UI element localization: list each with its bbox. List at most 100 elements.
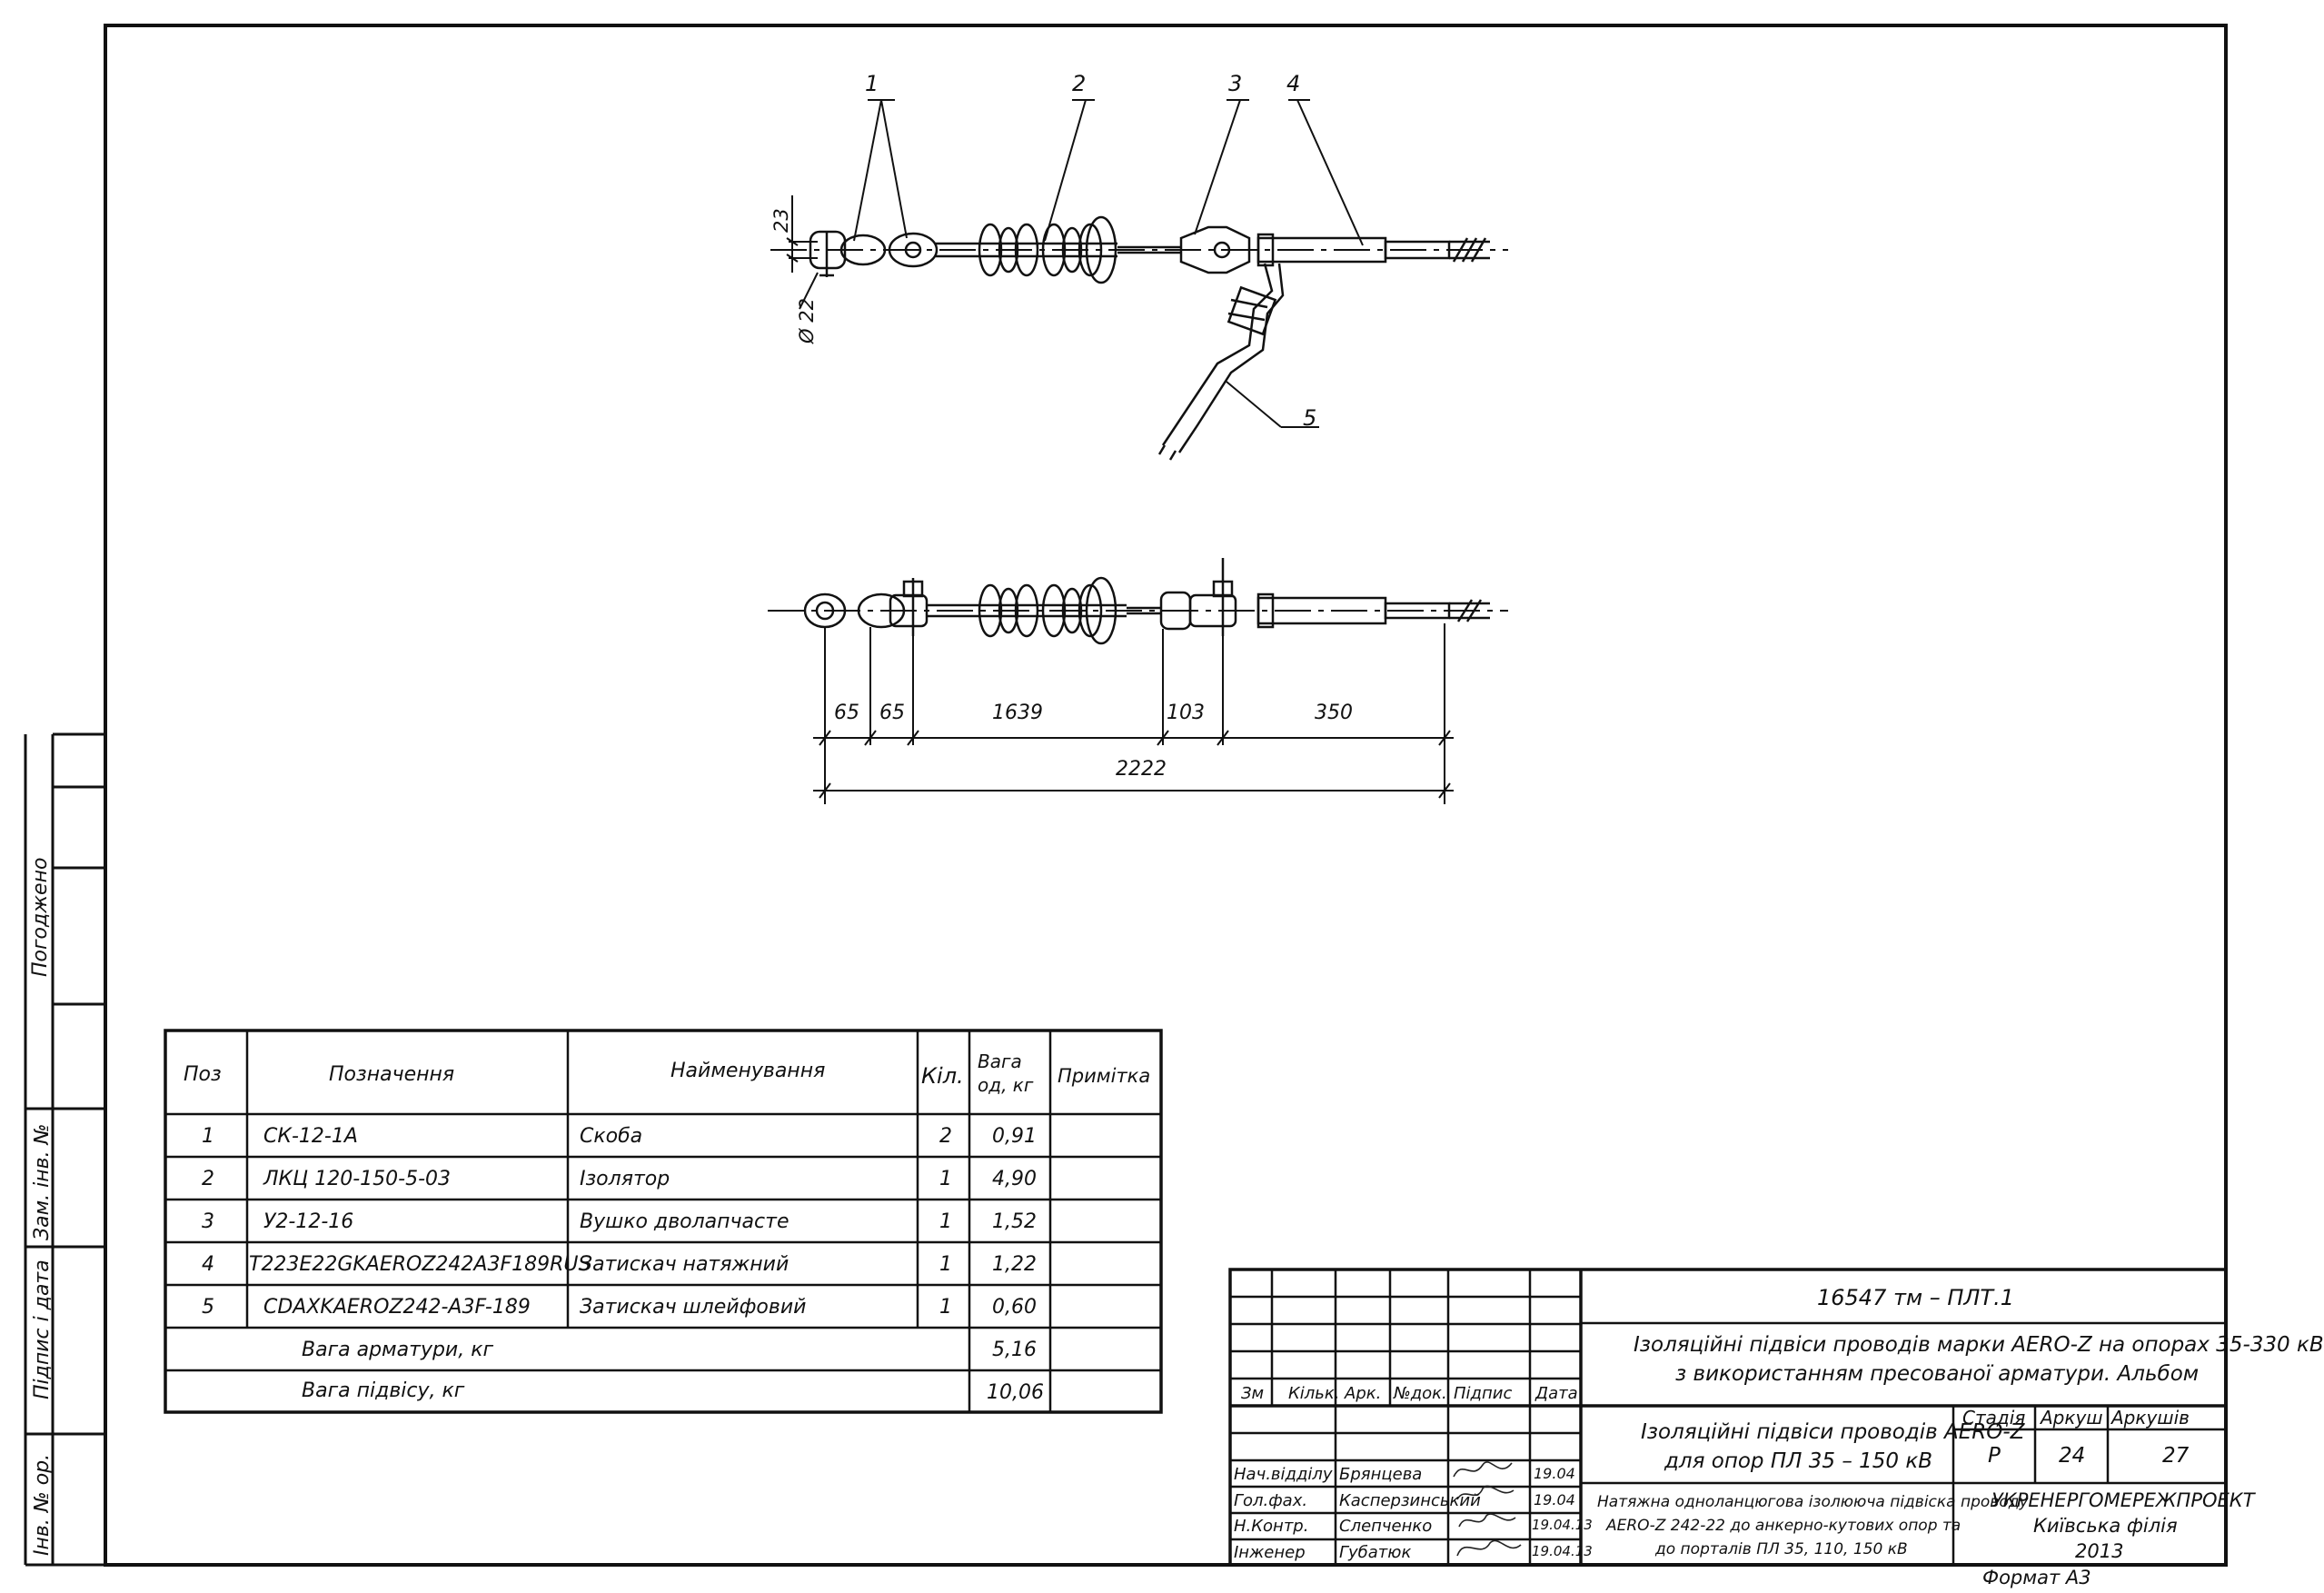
sig-role-3: Н.Контр. <box>1234 1517 1309 1536</box>
title-block: 16547 тм – ПЛТ.1 Ізоляційні підвіси пров… <box>1230 1269 2324 1565</box>
sig-role-4: Інженер <box>1234 1543 1306 1562</box>
sheet-title-line-3: до порталів ПЛ 35, 110, 150 кВ <box>1655 1540 1908 1558</box>
dim-1639: 1639 <box>992 702 1043 724</box>
section-title-line-1: Ізоляційні підвіси проводів AERO-Z <box>1641 1420 2025 1444</box>
row4-pos: 4 <box>202 1253 214 1276</box>
dim-23: 23 <box>770 208 792 233</box>
sig-date-4: 19.04.13 <box>1532 1543 1593 1559</box>
total-suspension-value: 10,06 <box>987 1381 1044 1404</box>
sheet-label: Аркуш <box>2041 1407 2103 1429</box>
plan-dimension-marks <box>786 195 819 310</box>
sig-name-3: Слепченко <box>1339 1517 1433 1536</box>
callout-1: 1 <box>865 71 879 96</box>
row3-qty: 1 <box>939 1210 952 1233</box>
format-label: Формат А3 <box>1982 1567 2091 1588</box>
specification-table: Поз Позначення Найменування Кіл. Вага од… <box>165 1030 1161 1412</box>
row2-pos: 2 <box>202 1168 214 1190</box>
row3-name: Вушко дволапчасте <box>580 1210 790 1233</box>
row4-designation: T223E22GKAEROZ242A3F189RUS <box>249 1253 591 1276</box>
total-fittings-value: 5,16 <box>992 1339 1037 1361</box>
album-title-line-1: Ізоляційні підвіси проводів марки AERO-Z… <box>1634 1333 2324 1357</box>
sig-role-2: Гол.фах. <box>1234 1491 1308 1510</box>
org-year: 2013 <box>2075 1540 2124 1562</box>
sig-role-1: Нач.відділу <box>1234 1465 1333 1484</box>
header-note: Примітка <box>1058 1065 1151 1087</box>
stage-value: Р <box>1988 1444 2001 1468</box>
callout-2: 2 <box>1072 71 1087 96</box>
sheet-value: 24 <box>2059 1444 2086 1468</box>
dim-65-a: 65 <box>834 702 859 724</box>
stamp-pogodzheno: Погоджено <box>29 857 52 977</box>
assembly-side-view <box>768 558 1508 645</box>
stamp-zam-inv: Зам. інв. № <box>31 1123 54 1241</box>
dim-350: 350 <box>1315 702 1353 724</box>
header-pos: Поз <box>184 1063 222 1086</box>
row5-designation: CDAXKAEROZ242-A3F-189 <box>263 1296 531 1319</box>
sheet-title-line-1: Натяжна одноланцюгова ізолююча підвіска … <box>1597 1493 2029 1511</box>
header-designation: Позначення <box>329 1063 455 1086</box>
header-qty: Кіл. <box>921 1063 964 1089</box>
row3-weight: 1,52 <box>992 1210 1037 1233</box>
header-weight-1: Вага <box>978 1050 1022 1072</box>
dim-65-b: 65 <box>879 702 905 724</box>
change-header-zm: Зм <box>1241 1384 1265 1403</box>
stamp-pidpys-data: Підпис і дата <box>31 1259 54 1399</box>
org-name: УКРЕНЕРГОМЕРЕЖПРОЕКТ <box>1991 1489 2255 1511</box>
drawing-sheet <box>24 24 2228 1567</box>
row1-name: Скоба <box>580 1125 643 1148</box>
row3-designation: У2-12-16 <box>263 1210 354 1233</box>
row4-name: Затискач натяжний <box>580 1253 790 1276</box>
row4-qty: 1 <box>939 1253 952 1276</box>
sig-name-2: Касперзинський <box>1339 1491 1481 1510</box>
stamp-inv-orig: Інв. № ор. <box>31 1453 54 1556</box>
sig-name-1: Брянцева <box>1339 1465 1423 1484</box>
callout-5: 5 <box>1303 405 1317 431</box>
org-branch: Київська філія <box>2033 1515 2178 1537</box>
spec-table-grid <box>164 1029 1163 1414</box>
header-name: Найменування <box>670 1060 826 1082</box>
row1-weight: 0,91 <box>992 1125 1037 1148</box>
row2-name: Ізолятор <box>580 1168 670 1190</box>
header-weight-2: од, кг <box>978 1074 1034 1096</box>
dim-2222: 2222 <box>1116 758 1167 781</box>
row4-weight: 1,22 <box>992 1253 1037 1276</box>
callout-3: 3 <box>1228 71 1243 96</box>
sig-date-1: 19.04 <box>1534 1465 1575 1482</box>
sig-date-2: 19.04 <box>1534 1491 1575 1508</box>
change-header-pidpys: Підпис <box>1454 1384 1513 1403</box>
callout-4: 4 <box>1286 71 1301 96</box>
dim-diameter-22: Ø 22 <box>796 298 818 343</box>
row1-designation: СК-12-1А <box>263 1125 358 1148</box>
dim-103: 103 <box>1167 702 1205 724</box>
total-fittings-label: Вага арматури, кг <box>302 1339 494 1361</box>
section-title-line-2: для опор ПЛ 35 – 150 кВ <box>1664 1449 1933 1473</box>
total-suspension-label: Вага підвісу, кг <box>302 1379 465 1402</box>
row5-pos: 5 <box>202 1296 214 1319</box>
stage-label: Стадія <box>1962 1407 2026 1429</box>
row2-designation: ЛКЦ 120-150-5-03 <box>263 1168 452 1190</box>
row5-qty: 1 <box>939 1296 952 1319</box>
sheets-value: 27 <box>2162 1444 2190 1468</box>
album-title-line-2: з використанням пресованої арматури. Аль… <box>1675 1362 2200 1386</box>
row1-pos: 1 <box>202 1125 214 1148</box>
row1-qty: 2 <box>939 1125 952 1148</box>
row2-weight: 4,90 <box>992 1168 1037 1190</box>
change-header-ndok: №док. <box>1394 1384 1447 1403</box>
row5-weight: 0,60 <box>992 1296 1037 1319</box>
row2-qty: 1 <box>939 1168 952 1190</box>
sheets-label: Аркушів <box>2111 1407 2190 1429</box>
sig-name-4: Губатюк <box>1339 1543 1412 1562</box>
change-header-ark: Арк. <box>1345 1384 1382 1403</box>
change-header-kilk: Кільк. <box>1288 1384 1340 1403</box>
dimension-lines <box>813 623 1454 804</box>
row5-name: Затискач шлейфовий <box>580 1296 807 1319</box>
doc-code: 16547 тм – ПЛТ.1 <box>1817 1285 2014 1310</box>
sig-date-3: 19.04.13 <box>1532 1517 1593 1533</box>
signature-marks <box>1453 1461 1522 1557</box>
sheet-title-line-2: AERO-Z 242-22 до анкерно-кутових опор та <box>1606 1517 1961 1535</box>
change-header-data: Дата <box>1535 1384 1578 1403</box>
row3-pos: 3 <box>202 1210 214 1233</box>
callout-leaders <box>853 99 1364 428</box>
assembly-plan-view <box>770 215 1508 461</box>
title-block-grid <box>1228 1268 2228 1567</box>
